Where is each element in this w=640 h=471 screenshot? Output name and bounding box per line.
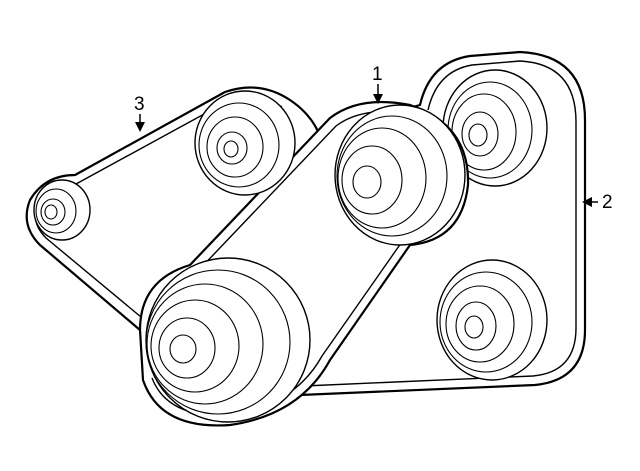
callout-3-label: 3: [134, 94, 145, 115]
pulley-top-center: [334, 104, 466, 246]
pulley-upper-left: [194, 90, 296, 196]
callout-1: 1: [372, 64, 383, 104]
pulley-crankshaft: [145, 257, 311, 423]
callout-1-label: 1: [372, 64, 383, 85]
callout-2-label: 2: [602, 192, 613, 213]
pulley-lower-right: [436, 259, 548, 381]
callout-2: 2: [582, 192, 613, 213]
pulley-idler-small: [33, 179, 91, 241]
callout-3: 3: [134, 94, 145, 132]
